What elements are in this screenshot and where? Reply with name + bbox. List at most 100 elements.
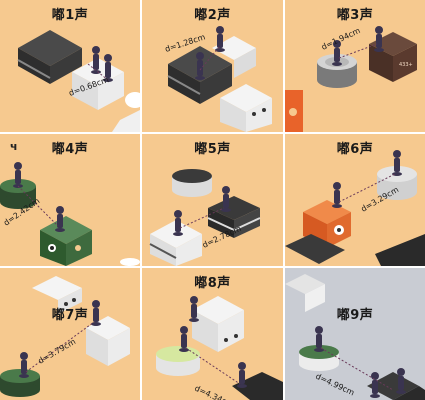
panel-title: 嘟9声 [336,308,374,323]
dark-cube-side [393,386,425,400]
white-block-side [234,48,256,78]
corner-mark: ч [10,140,18,153]
player-icon [195,52,205,80]
stripe [207,217,235,231]
cylinder-bottom [299,357,339,371]
panel-9-scene: d=4.99cm [285,274,425,400]
panel-title: 嘟2声 [194,8,231,23]
panel-8: d=4.34cm 嘟8声 [142,268,283,400]
dark-cube-stripe [17,59,51,79]
distance-line [199,45,221,71]
bear-face [289,108,297,116]
player-icon [189,296,199,322]
cylinder-bottom [377,184,417,200]
cylinder-bottom [0,195,36,209]
player-icon [392,150,402,176]
distance-line [338,43,378,59]
cube-eye [64,302,68,306]
cylinder-bottom [0,383,40,397]
player-icon [179,326,189,352]
panel-1-scene: d=0.68cm [17,30,140,132]
white-cube-right [246,98,272,132]
cube-eye [234,334,238,338]
dark-block [285,234,345,264]
cylinder-top [156,346,200,362]
cube-dot [75,245,81,251]
stripe [233,217,261,231]
distance-line [179,207,225,229]
panel-title: 嘟6声 [336,142,374,157]
partial-block [120,258,140,266]
panel-title: 嘟4声 [51,142,89,157]
player-icon [91,46,101,74]
partial-cube [112,110,140,132]
panel-8-scene: d=4.34cm [156,296,283,400]
panel-1: d=0.68cm 嘟1声 [0,0,140,132]
white-cube-side [305,284,325,312]
player-icon [215,26,225,52]
cube-pupil [337,228,341,232]
distance-line [185,347,241,385]
panel-title: 嘟3声 [336,8,374,23]
player-icon [19,352,29,378]
panel-title: 嘟1声 [51,8,89,23]
stripe [149,243,177,259]
white-cube-right [98,72,124,110]
distance-line [17,185,59,227]
distance-line [87,63,109,81]
player-icon [370,372,380,398]
player-icon [237,362,247,388]
cylinder-bottom [172,183,212,197]
distance-line [338,173,396,203]
panel-5-scene: d=2.78cm [149,169,261,266]
panel-9: d=4.99cm 嘟9声 [285,268,425,400]
white-cube-right [218,310,244,352]
cylinder-top [172,169,212,183]
distance-line [320,347,394,391]
cube-eye [252,112,256,116]
panel-3-scene: 433+ d=1.94cm [285,26,417,132]
player-icon [332,40,342,66]
player-icon [396,368,406,394]
cube-eye [262,108,266,112]
panel-4: d=2.42cm 嘟4声 ч [0,134,140,266]
white-cube-right [108,328,130,366]
panel-2: d=1.28cm 嘟2声 [142,0,283,132]
panel-title: 嘟5声 [194,142,231,157]
dark-block [375,234,425,266]
brown-cube-right [393,44,417,82]
dark-cube-left [18,48,50,84]
dark-block [232,372,283,400]
cube-pupil [50,246,54,250]
player-icon [55,206,65,232]
player-icon [332,182,342,208]
panel-3: 433+ d=1.94cm 嘟3声 [285,0,425,132]
partial-cube [125,92,140,108]
white-cube-side [58,288,82,314]
panel-5: d=2.78cm 嘟5声 [142,134,283,266]
panel-7: d=3.79cm 嘟7声 [0,268,140,400]
brown-cube-left [369,44,393,82]
panel-7-scene: d=3.79cm [0,276,130,397]
white-cube-right [176,234,202,266]
dark-cube-stripe [167,75,201,95]
panel-4-scene: d=2.42cm [0,162,140,266]
cube-label: 433+ [399,62,413,68]
player-icon [314,326,324,352]
distance-label: d=4.99cm [314,372,356,398]
cube-eye [224,338,228,342]
white-cube-left [86,328,108,366]
white-cube-top [32,276,82,300]
cube-eye [72,298,76,302]
player-icon [13,162,23,188]
distance-label: d=3.79cm [37,337,78,366]
panel-title: 嘟8声 [194,276,231,291]
panel-6-scene: d=3.29cm [285,150,425,266]
cylinder-bottom [317,72,357,88]
player-icon [173,210,183,236]
player-icon [103,54,113,82]
distance-label: d=4.34cm [193,384,235,400]
dark-cube-right [200,64,232,104]
distance-label: d=1.94cm [320,26,362,52]
